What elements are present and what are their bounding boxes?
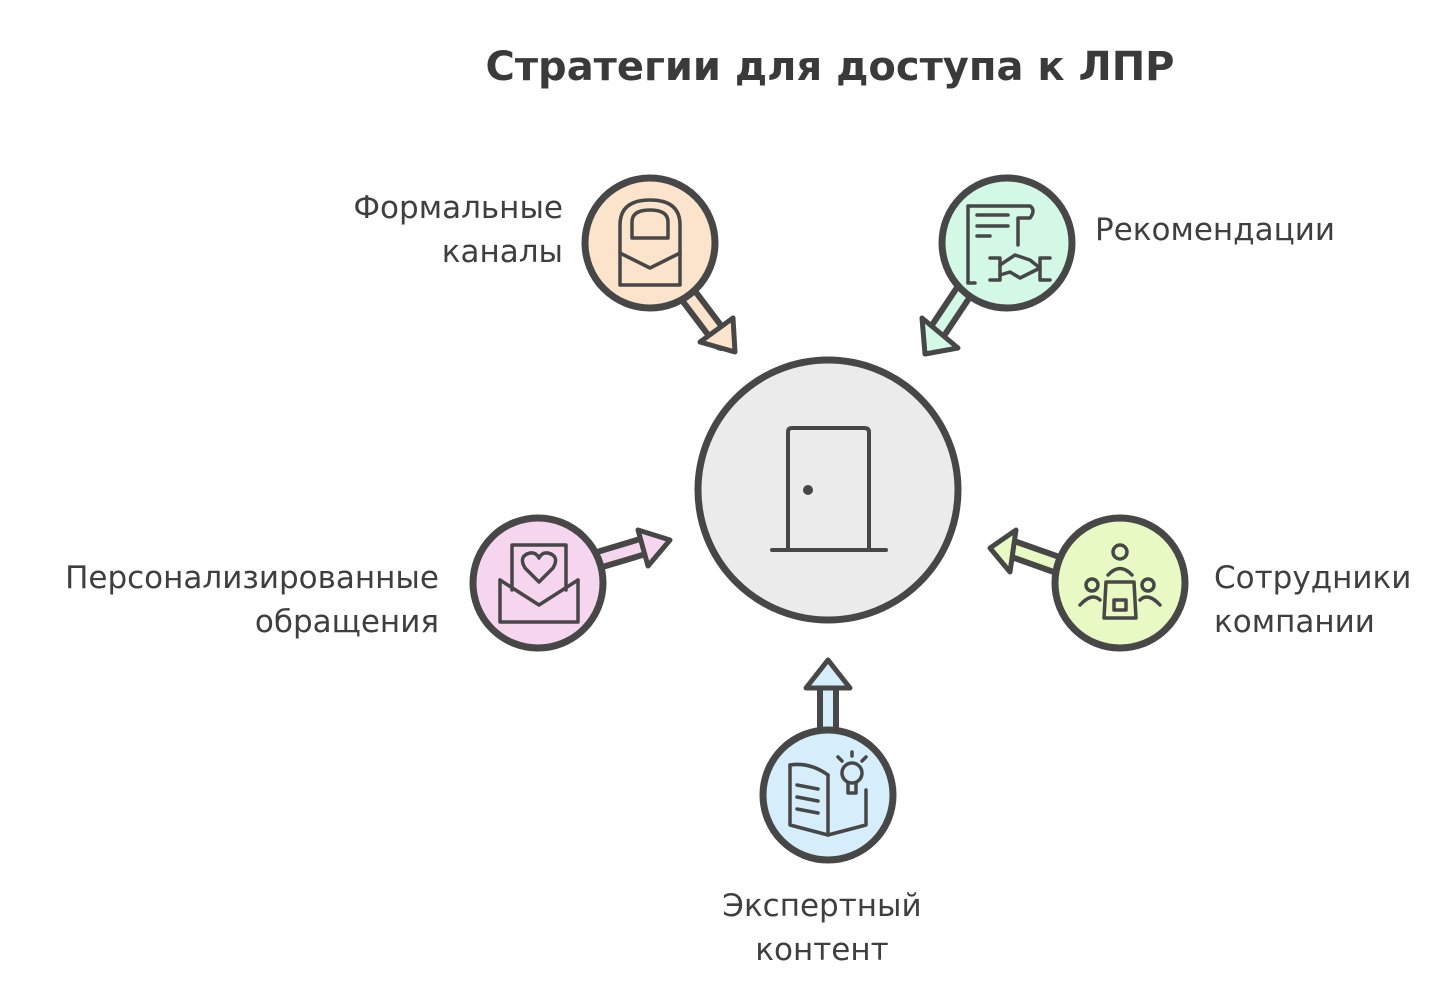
label-recommendations-line1: Рекомендации	[1095, 212, 1336, 248]
label-formal: Формальные каналы	[353, 186, 563, 274]
label-personal-line2: обращения	[254, 604, 439, 640]
label-expert-line1: Экспертный	[722, 888, 922, 924]
envelope-lock-icon	[618, 198, 682, 287]
arrow-employees	[987, 527, 1069, 576]
page-title: Стратегии для доступа к ЛПР	[485, 44, 1175, 90]
label-employees-line2: компании	[1214, 604, 1375, 640]
label-personal: Персонализированные обращения	[65, 556, 439, 644]
document-handshake-icon	[966, 204, 1052, 285]
node-recommendations	[938, 174, 1076, 312]
label-expert: Экспертный контент	[672, 884, 972, 972]
node-expert	[759, 726, 897, 864]
label-employees-line1: Сотрудники	[1214, 560, 1412, 596]
label-formal-line2: каналы	[441, 234, 563, 270]
node-personal	[469, 514, 607, 652]
label-recommendations: Рекомендации	[1095, 208, 1335, 252]
book-lightbulb-icon	[788, 750, 868, 837]
meeting-people-icon	[1078, 543, 1162, 620]
arrow-personal	[587, 527, 673, 571]
arrow-recommendations	[919, 279, 976, 357]
label-expert-line2: контент	[755, 932, 889, 968]
label-employees: Сотрудники компании	[1214, 556, 1411, 644]
arrow-formal	[677, 284, 738, 355]
center-node	[694, 356, 962, 624]
node-formal	[581, 174, 719, 312]
arrow-expert	[803, 657, 853, 741]
heart-envelope-icon	[498, 543, 580, 624]
door-icon	[770, 426, 888, 552]
node-employees	[1051, 514, 1189, 652]
label-formal-line1: Формальные	[353, 190, 563, 226]
label-personal-line1: Персонализированные	[65, 560, 439, 596]
